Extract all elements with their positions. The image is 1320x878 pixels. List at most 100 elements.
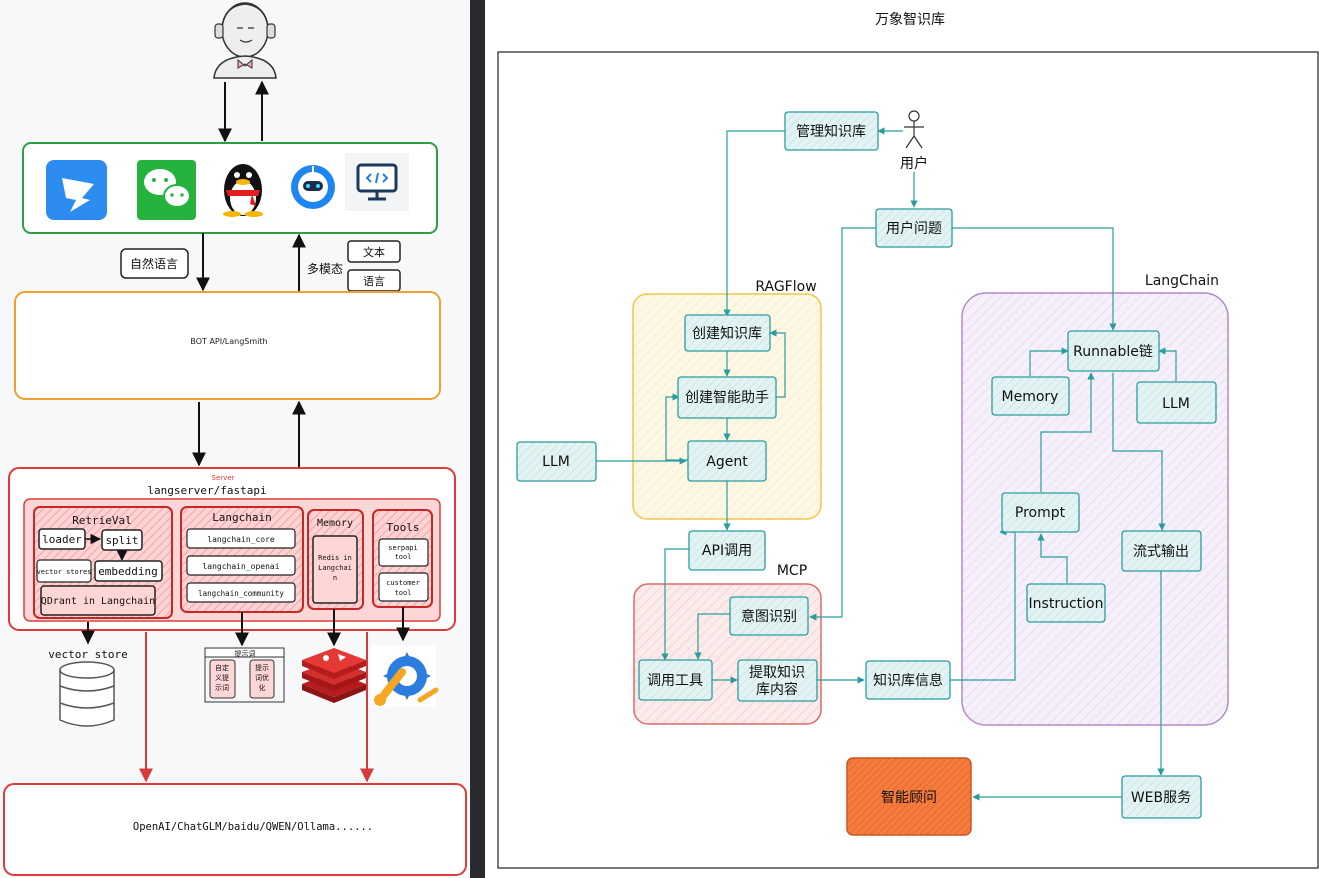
svg-text:Memory: Memory xyxy=(1002,389,1059,405)
optimize-prompt-box xyxy=(249,659,275,699)
embedding-label: embedding xyxy=(98,565,158,578)
edge-api-to-calltool xyxy=(661,548,689,661)
node-kb-info[interactable]: 知识库信息 xyxy=(865,660,951,700)
redis-box xyxy=(312,535,358,604)
serpapi-box xyxy=(378,538,429,567)
llm-backends-box xyxy=(3,783,467,876)
node-api-call[interactable]: API调用 xyxy=(688,530,766,571)
dingtalk-icon[interactable] xyxy=(46,160,107,220)
node-user-question[interactable]: 用户问题 xyxy=(875,208,953,248)
node-prompt[interactable]: Prompt xyxy=(1001,492,1080,533)
prompt-library-header xyxy=(204,647,285,658)
svg-text:提取知识: 提取知识 xyxy=(749,664,805,681)
node-llm[interactable]: LLM xyxy=(516,441,597,482)
svg-text:调用工具: 调用工具 xyxy=(647,673,703,689)
langchain-label: LangChain xyxy=(1145,273,1219,289)
custom-prompt-box xyxy=(209,659,236,699)
wechat-icon[interactable] xyxy=(137,160,196,220)
edge-agent-to-assistant xyxy=(665,393,688,461)
svg-text:WEB服务: WEB服务 xyxy=(1131,790,1191,806)
llm-backends-label: OpenAI/ChatGLM/baidu/QWEN/Ollama...... xyxy=(133,821,373,833)
node-create-kb[interactable]: 创建知识库 xyxy=(684,314,771,352)
natural-language-tag xyxy=(120,248,189,279)
svg-text:库内容: 库内容 xyxy=(756,681,798,698)
node-instruction[interactable]: Instruction xyxy=(1026,583,1106,623)
langchain-community-box xyxy=(186,582,296,603)
node-runnable[interactable]: Runnable链 xyxy=(1067,330,1160,372)
mcp-label: MCP xyxy=(777,563,807,579)
web-client-icon[interactable] xyxy=(345,153,409,211)
edge-intent-to-calltool xyxy=(694,613,730,660)
database-icon xyxy=(59,661,115,727)
node-manage-kb[interactable]: 管理知识库 xyxy=(784,111,879,151)
diagram-title: 万象智识库 xyxy=(875,12,945,28)
svg-text:Agent: Agent xyxy=(706,454,748,470)
user-label: 用户 xyxy=(900,155,928,172)
langchain-core-label: langchain_core xyxy=(207,535,275,544)
user-actor-icon xyxy=(904,110,924,149)
svg-text:知识库信息: 知识库信息 xyxy=(873,672,943,689)
natural-language-label: 自然语言 xyxy=(130,256,178,271)
split-label: split xyxy=(105,534,138,547)
svg-text:管理知识库: 管理知识库 xyxy=(796,123,866,140)
bot-api-label: BOT API/LangSmith xyxy=(190,337,267,346)
vector-stores-box xyxy=(36,559,92,583)
server-title: langserver/fastapi xyxy=(147,484,266,497)
node-langchain-llm[interactable]: LLM xyxy=(1136,381,1217,424)
qdrant-box xyxy=(40,585,156,616)
svg-text:意图识别: 意图识别 xyxy=(741,608,797,625)
left-panel-background xyxy=(0,0,470,878)
node-web-service[interactable]: WEB服务 xyxy=(1121,775,1202,819)
voice-tag-label: 语言 xyxy=(363,275,385,288)
langchain-core-box xyxy=(186,528,296,549)
langchain-community-label: langchain_community xyxy=(198,589,284,598)
node-intent[interactable]: 意图识别 xyxy=(729,596,809,636)
user-avatar-icon xyxy=(213,2,277,79)
redis-icon xyxy=(302,648,366,703)
edge-prompt-to-runnable xyxy=(1040,372,1095,492)
svg-text:Prompt: Prompt xyxy=(1015,505,1066,521)
node-agent[interactable]: Agent xyxy=(687,440,767,482)
customer-tool-box xyxy=(378,572,429,602)
svg-text:创建智能助手: 创建智能助手 xyxy=(685,390,769,406)
node-stream-output[interactable]: 流式输出 xyxy=(1121,530,1202,572)
memory-title: Memory xyxy=(317,518,353,529)
edge-manage-to-create-kb xyxy=(723,130,785,317)
retrieval-title: RetrieVal xyxy=(72,514,132,527)
edge-instruction-to-prompt xyxy=(1037,533,1068,583)
edge-question-to-runnable xyxy=(952,227,1117,331)
flow-connectors xyxy=(596,127,1177,801)
embedding-box xyxy=(94,560,163,582)
node-memory[interactable]: Memory xyxy=(991,376,1070,416)
svg-text:Runnable链: Runnable链 xyxy=(1073,344,1153,360)
tools-title: Tools xyxy=(386,521,419,534)
svg-text:Instruction: Instruction xyxy=(1029,596,1104,612)
tools-gear-icon xyxy=(371,645,439,707)
node-call-tool[interactable]: 调用工具 xyxy=(638,659,713,701)
svg-text:流式输出: 流式输出 xyxy=(1133,544,1189,560)
multimodal-label: 多模态 xyxy=(307,262,343,276)
edge-llm-to-runnable xyxy=(1158,347,1177,381)
text-tag-label: 文本 xyxy=(363,245,385,259)
robot-assistant-icon[interactable] xyxy=(286,160,341,213)
node-smart-advisor[interactable]: 智能顾问 xyxy=(846,757,972,836)
node-extract-kb[interactable]: 提取知识 库内容 xyxy=(737,659,818,702)
ragflow-label: RAGFlow xyxy=(755,279,816,295)
optimize-prompt-label: 提示词优化 xyxy=(255,663,269,692)
edge-runnable-to-stream xyxy=(1112,373,1166,531)
svg-text:智能顾问: 智能顾问 xyxy=(881,790,937,806)
custom-prompt-label: 自定义提示词 xyxy=(215,663,229,692)
node-create-assistant[interactable]: 创建智能助手 xyxy=(677,376,777,419)
langchain-openai-label: langchain_openai xyxy=(202,562,279,571)
svg-text:LLM: LLM xyxy=(1162,396,1190,412)
vector-store-label: vector store xyxy=(48,648,127,661)
qq-penguin-icon[interactable] xyxy=(223,164,263,217)
panel-divider xyxy=(470,0,485,878)
svg-text:LLM: LLM xyxy=(542,454,570,470)
langchain-title: Langchain xyxy=(212,511,272,524)
bot-api-box xyxy=(14,291,441,400)
